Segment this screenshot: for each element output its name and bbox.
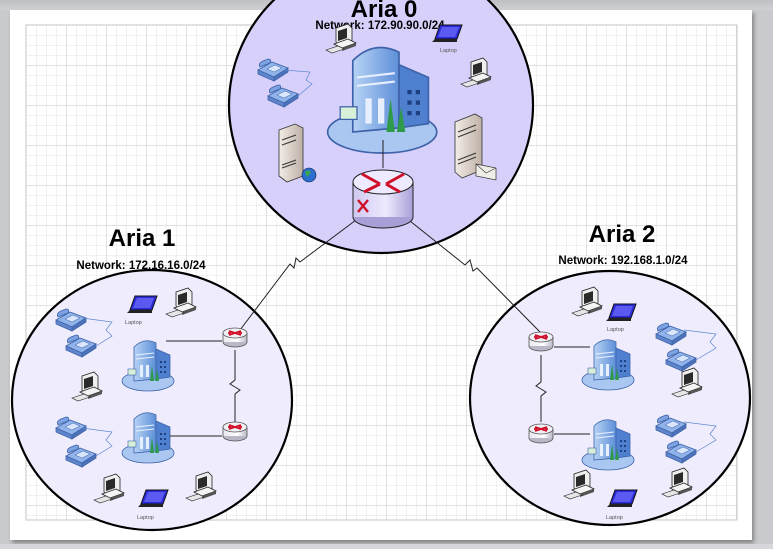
phone-link (81, 317, 113, 347)
canvas-bottom-edge (0, 544, 773, 549)
phone-link (283, 69, 313, 97)
serial-link-area2[interactable] (535, 355, 547, 422)
serial-link-area0-area2[interactable] (409, 220, 541, 333)
phone-link (683, 329, 717, 361)
web-server-icon[interactable] (278, 123, 317, 183)
router-icon[interactable] (222, 421, 248, 442)
laptop-label: Laptop (606, 515, 623, 521)
phone-link (683, 421, 717, 453)
area-1-network-label: Network: 172.16.16.0/24 (76, 260, 206, 272)
router-icon[interactable] (528, 423, 554, 444)
laptop-label: Laptop (137, 515, 154, 521)
area-1-title: Aria 1 (109, 225, 176, 252)
core-router-icon[interactable] (352, 169, 414, 229)
area-2-circle[interactable] (468, 269, 752, 527)
phone-link (81, 427, 113, 457)
laptop-label: Laptop (607, 327, 624, 333)
router-icon[interactable] (528, 331, 554, 352)
area-0-title: Aria 0 (351, 0, 418, 23)
mail-server-icon[interactable] (454, 113, 497, 181)
laptop-label: Laptop (125, 320, 142, 326)
area-2-title: Aria 2 (589, 221, 656, 248)
area-0-network-label: Network: 172.90.90.0/24 (315, 20, 445, 32)
serial-link-area1[interactable] (229, 350, 241, 422)
serial-link-area0-area1[interactable] (239, 216, 361, 331)
area-2-network-label: Network: 192.168.1.0/24 (558, 255, 688, 267)
router-icon[interactable] (222, 327, 248, 348)
laptop-label: Laptop (440, 48, 457, 54)
